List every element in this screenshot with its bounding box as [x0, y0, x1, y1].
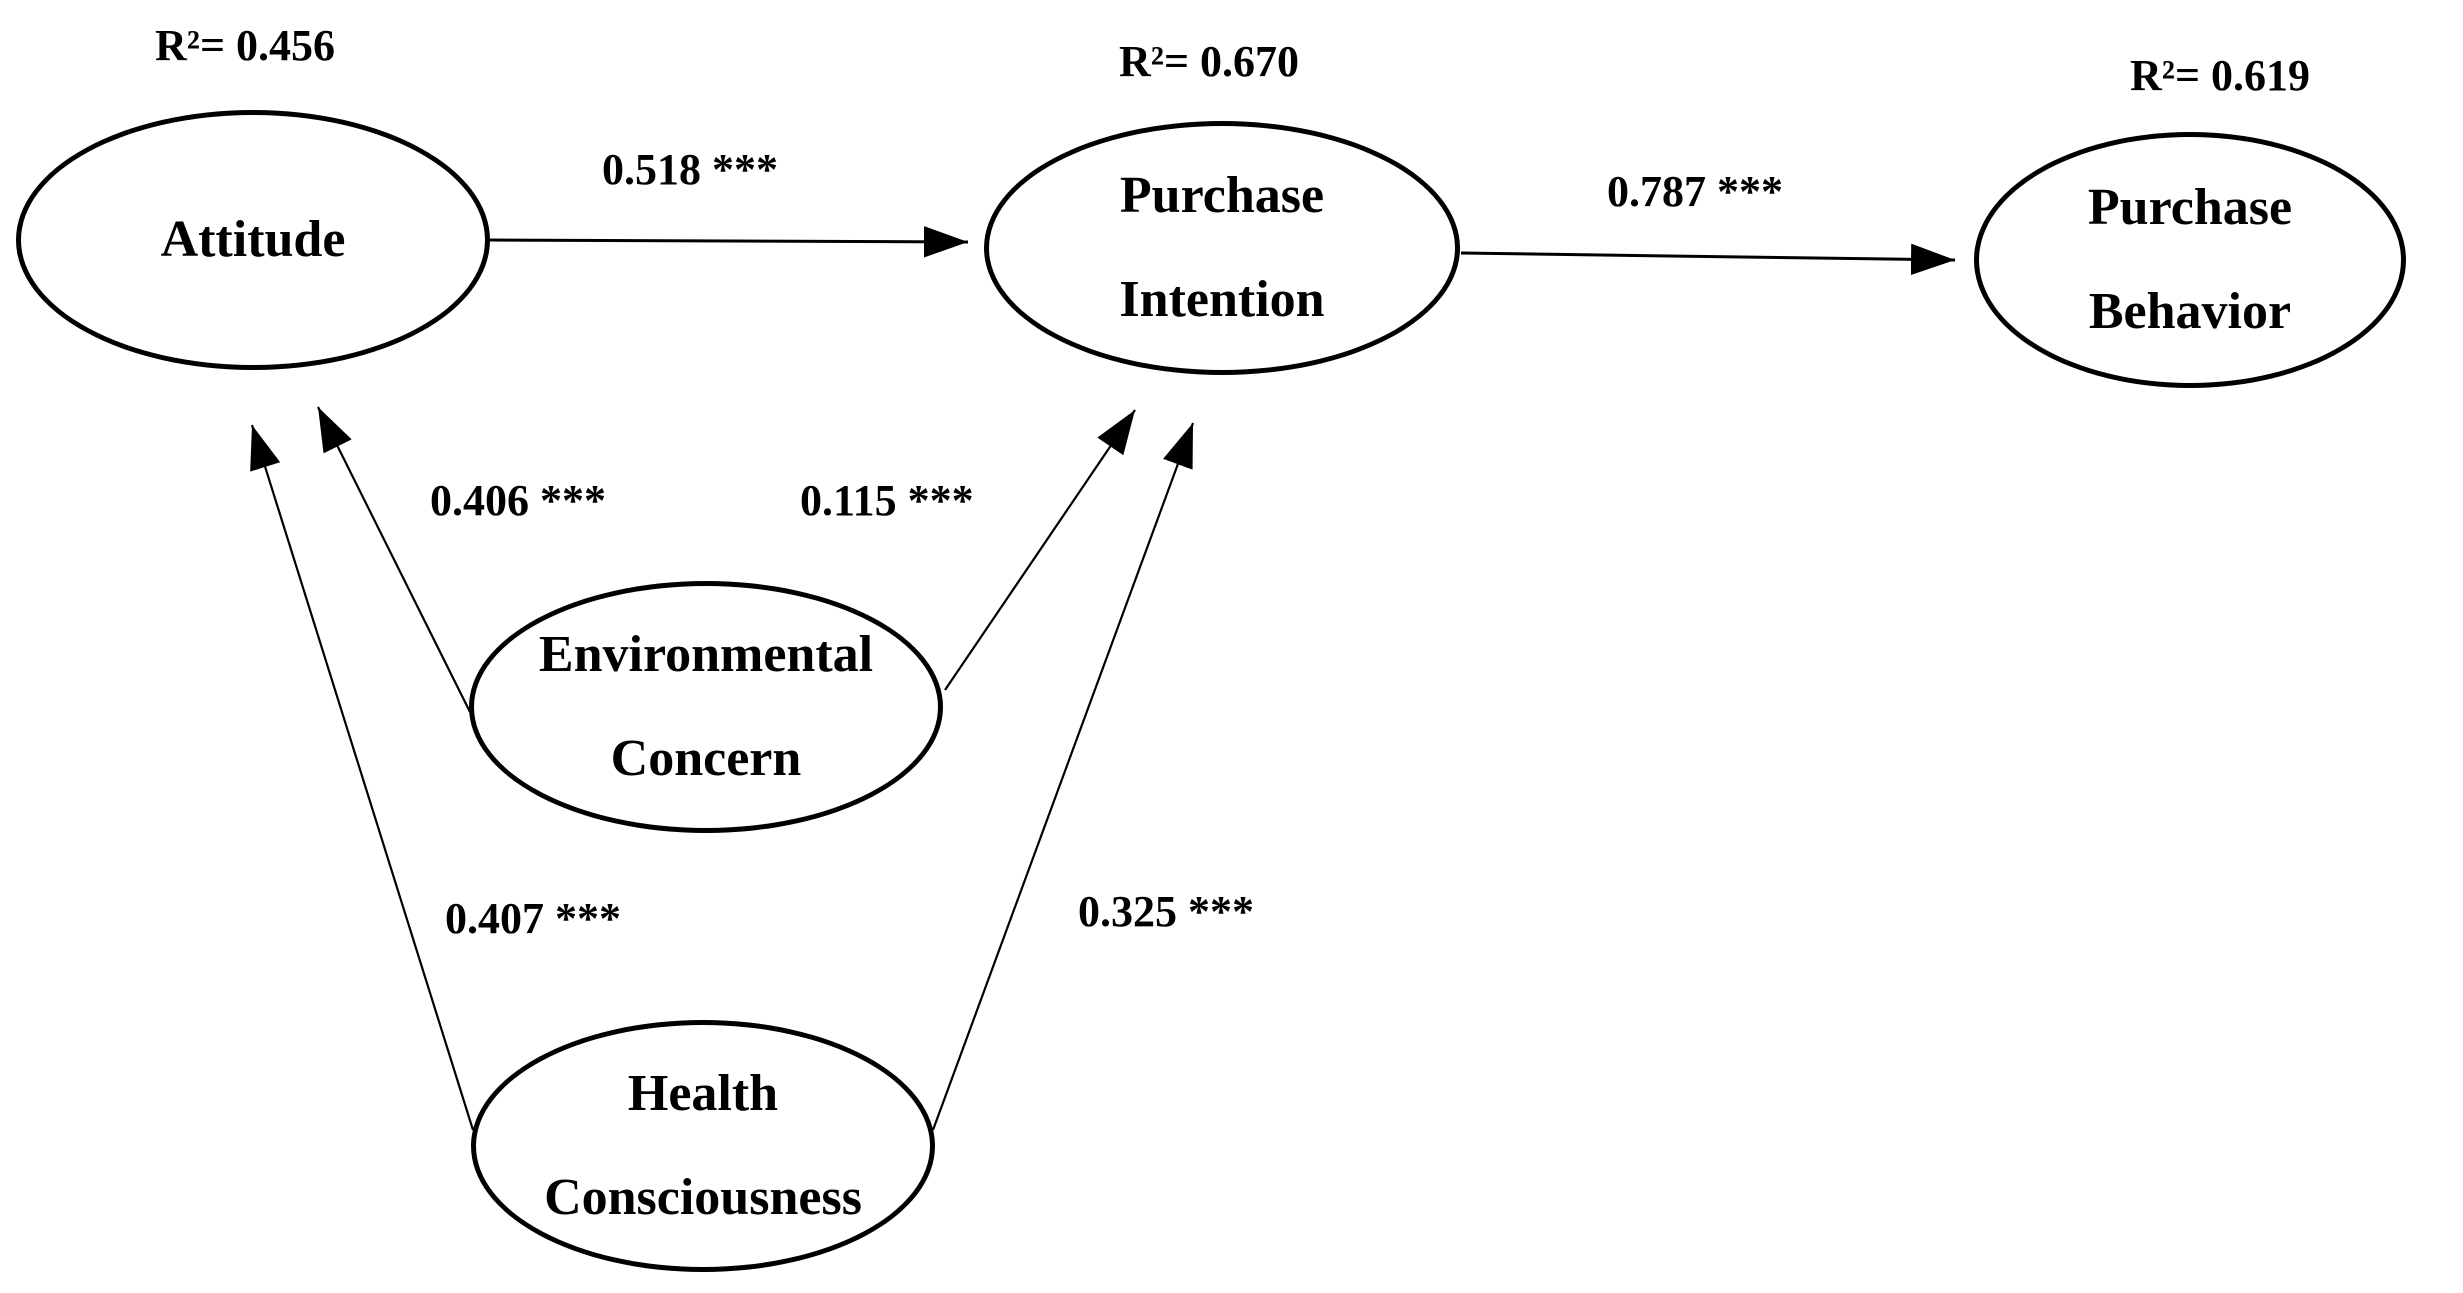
path-label-attitude-to-purchase-intention: 0.518 ***	[602, 145, 778, 194]
path-label-environmental-concern-to-attitude: 0.406 ***	[430, 476, 606, 525]
arrow-environmental-concern-to-attitude	[317, 406, 471, 713]
node-environmental-concern-label-line2: Concern	[610, 730, 802, 787]
arrow-environmental-concern-to-purchase-intention	[944, 409, 1136, 691]
node-health-consciousness-label-line2: Consciousness	[544, 1169, 862, 1226]
r2-label-purchase-intention: R²= 0.670	[1119, 37, 1300, 86]
node-purchase-intention-label-line2: Intention	[1119, 271, 1325, 328]
arrow-attitude-to-purchase-intention	[489, 226, 969, 258]
r2-label-purchase-behavior: R²= 0.619	[2130, 51, 2311, 100]
node-health-consciousness-label-line1: Health	[627, 1065, 779, 1122]
node-health-consciousness: Health Consciousness	[471, 1020, 935, 1272]
node-health-consciousness-label: Health Consciousness	[544, 1042, 862, 1250]
arrow-health-consciousness-to-attitude	[250, 424, 475, 1131]
node-purchase-behavior-label: Purchase Behavior	[2088, 156, 2292, 364]
node-attitude-label: Attitude	[161, 188, 346, 292]
path-label-environmental-concern-to-purchase-intention: 0.115 ***	[800, 476, 974, 525]
path-label-purchase-intention-to-purchase-behavior: 0.787 ***	[1607, 167, 1783, 216]
node-attitude: Attitude	[16, 110, 490, 370]
node-purchase-behavior-label-line1: Purchase	[2087, 179, 2293, 236]
node-purchase-intention-label: Purchase Intention	[1119, 144, 1324, 352]
arrow-health-consciousness-to-purchase-intention	[931, 422, 1195, 1131]
node-purchase-behavior-label-line2: Behavior	[2088, 283, 2292, 340]
node-purchase-behavior: Purchase Behavior	[1974, 132, 2406, 388]
path-label-health-consciousness-to-attitude: 0.407 ***	[445, 894, 621, 943]
node-attitude-label-line1: Attitude	[160, 211, 346, 268]
node-environmental-concern-label: Environmental Concern	[539, 603, 873, 811]
node-environmental-concern-label-line1: Environmental	[538, 626, 874, 683]
path-label-health-consciousness-to-purchase-intention: 0.325 ***	[1078, 887, 1254, 936]
node-purchase-intention-label-line1: Purchase	[1119, 167, 1325, 224]
node-environmental-concern: Environmental Concern	[469, 581, 943, 833]
arrow-purchase-intention-to-purchase-behavior	[1460, 243, 1956, 276]
r2-label-attitude: R²= 0.456	[155, 21, 336, 70]
node-purchase-intention: Purchase Intention	[984, 121, 1460, 375]
